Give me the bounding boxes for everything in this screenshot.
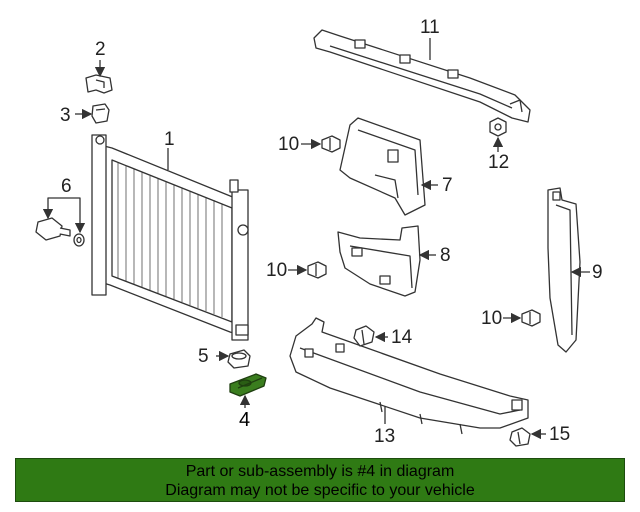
push-pin-part-10-middle[interactable] — [307, 261, 327, 279]
bracket-part-2[interactable] — [85, 74, 113, 94]
banner-line-2: Diagram may not be specific to your vehi… — [165, 482, 475, 499]
parts-diagram — [35, 29, 590, 447]
callout-8: 8 — [440, 245, 451, 266]
callout-5: 5 — [198, 346, 209, 367]
clip-part-14[interactable] — [353, 325, 375, 347]
upper-deflector-part-7[interactable] — [339, 117, 426, 216]
drain-plug-part-6[interactable] — [35, 217, 85, 247]
callout-14: 14 — [391, 327, 413, 348]
callout-11: 11 — [420, 17, 440, 38]
tie-bar-part-11[interactable] — [313, 29, 531, 123]
callout-7: 7 — [442, 175, 453, 196]
callout-3: 3 — [60, 105, 71, 126]
info-banner: Part or sub-assembly is #4 in diagram Di… — [15, 458, 625, 502]
isolator-part-5[interactable] — [227, 349, 251, 369]
banner-line-1: Part or sub-assembly is #4 in diagram — [185, 463, 455, 480]
callout-6: 6 — [61, 176, 72, 197]
insulator-part-3[interactable] — [91, 103, 110, 124]
clip-part-15[interactable] — [509, 427, 531, 447]
lower-support-part-13[interactable] — [289, 317, 529, 435]
nut-part-12[interactable] — [489, 117, 507, 137]
callout-2: 2 — [95, 39, 106, 60]
callout-15: 15 — [549, 424, 571, 445]
callout-12: 12 — [488, 152, 510, 173]
leader-lines — [42, 38, 590, 440]
callout-10-lower: 10 — [481, 308, 503, 329]
callout-13: 13 — [374, 426, 396, 447]
callout-4: 4 — [239, 409, 251, 431]
lower-deflector-part-8[interactable] — [337, 225, 421, 297]
callout-1: 1 — [164, 129, 175, 150]
radiator-part-1[interactable] — [91, 134, 249, 341]
callout-10-middle: 10 — [266, 260, 288, 281]
side-baffle-part-9[interactable] — [547, 187, 581, 353]
callout-9: 9 — [592, 262, 603, 283]
push-pin-part-10-upper[interactable] — [321, 135, 341, 153]
push-pin-part-10-lower[interactable] — [521, 309, 541, 327]
highlighted-part-4[interactable] — [229, 373, 267, 397]
callout-10-upper: 10 — [278, 134, 300, 155]
